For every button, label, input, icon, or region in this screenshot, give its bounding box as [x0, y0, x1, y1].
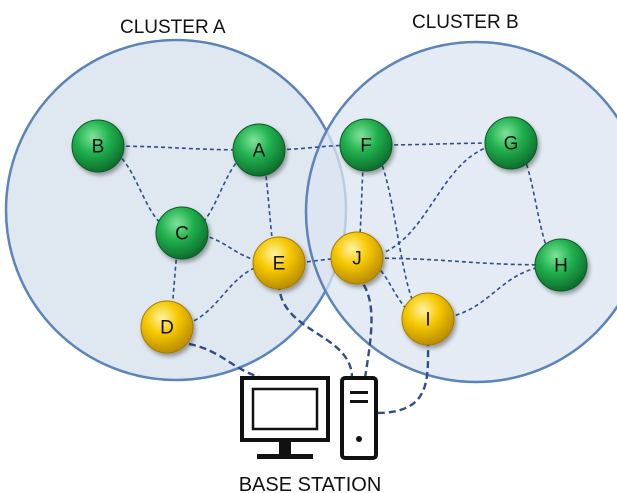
node-b-circle [71, 119, 125, 173]
cluster-b-title: CLUSTER B [412, 12, 519, 33]
node-g[interactable]: G [484, 116, 538, 170]
uplink-e [277, 282, 354, 379]
node-f-circle [339, 118, 393, 172]
node-j[interactable]: J [330, 231, 384, 285]
node-h-circle [534, 238, 588, 292]
node-e-label: E [273, 254, 286, 275]
node-i[interactable]: I [401, 292, 455, 346]
node-i-circle [401, 292, 455, 346]
node-h-label: H [554, 256, 568, 277]
node-b-label: B [92, 137, 105, 158]
cluster-a-title: CLUSTER A [120, 17, 226, 38]
node-j-label: J [352, 249, 362, 270]
link-f-j [356, 144, 367, 259]
node-d-circle [140, 300, 194, 354]
server-tower-icon [340, 376, 378, 460]
node-f-label: F [360, 136, 372, 157]
node-e[interactable]: E [252, 236, 306, 290]
node-d-label: D [160, 318, 174, 339]
link-j-h [356, 257, 562, 266]
node-g-circle [484, 116, 538, 170]
link-g-j [356, 142, 512, 259]
node-a-label: A [253, 141, 266, 162]
node-a[interactable]: A [232, 123, 286, 177]
node-c-circle [155, 206, 209, 260]
uplink-j [356, 275, 373, 379]
base-station-label: BASE STATION [239, 474, 382, 493]
uplink-i [375, 338, 430, 415]
base-station[interactable] [240, 376, 378, 460]
node-a-circle [232, 123, 286, 177]
node-j-circle [330, 231, 384, 285]
node-g-label: G [504, 134, 519, 155]
node-e-circle [252, 236, 306, 290]
node-c-label: C [175, 224, 189, 245]
node-h[interactable]: H [534, 238, 588, 292]
node-f[interactable]: F [339, 118, 393, 172]
node-b[interactable]: B [71, 119, 125, 173]
node-i-label: I [425, 310, 430, 331]
link-a-e [258, 149, 280, 264]
node-d[interactable]: D [140, 300, 194, 354]
node-c[interactable]: C [155, 206, 209, 260]
cluster-b-circle [304, 40, 617, 384]
monitor-icon [240, 376, 330, 459]
